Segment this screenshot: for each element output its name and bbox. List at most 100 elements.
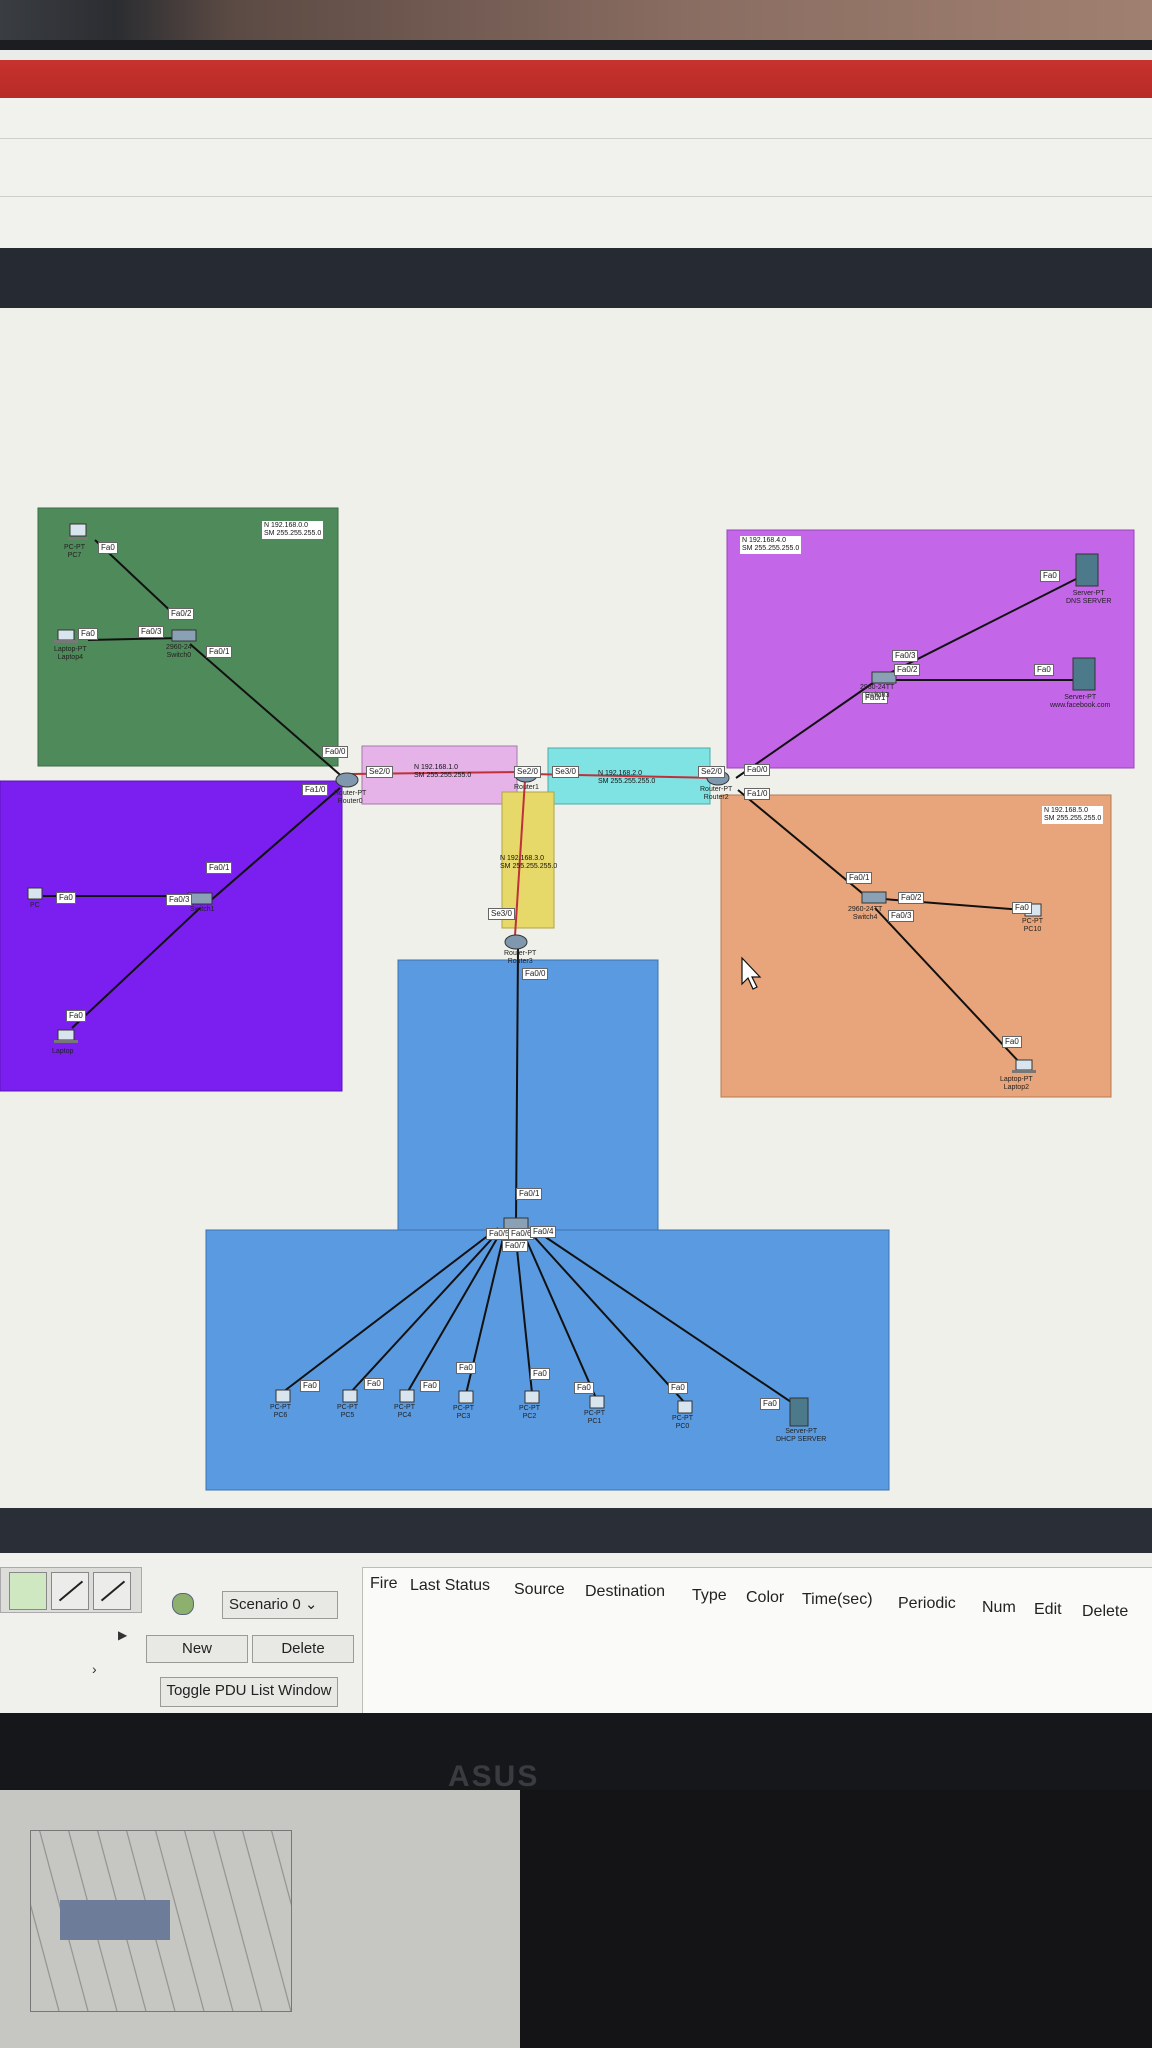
column-header-last-status[interactable]: Last Status — [410, 1577, 491, 1594]
device-label-router3: Router-PT Router3 — [504, 950, 537, 965]
laptop-icon — [1012, 1059, 1036, 1073]
port-label: Fa0 — [760, 1398, 780, 1410]
paper-highlight — [60, 1900, 170, 1940]
router-icon — [504, 934, 528, 950]
column-header-type[interactable]: Type — [692, 1587, 727, 1604]
device-label-pc: PC-PT PC3 — [453, 1405, 474, 1420]
column-header-time[interactable]: Time(sec) — [802, 1591, 873, 1608]
new-scenario-button[interactable]: New — [146, 1635, 248, 1663]
port-label: Fa0 — [1002, 1036, 1022, 1048]
switch-icon — [871, 671, 897, 684]
column-header-source[interactable]: Source — [514, 1581, 565, 1598]
device-label-switch4: 2960-24TT Switch4 — [848, 906, 883, 921]
pc-icon — [342, 1389, 358, 1403]
switch-icon — [861, 891, 887, 904]
port-label: Fa0/3 — [138, 626, 165, 638]
topology-canvas[interactable] — [0, 308, 1152, 1508]
link — [521, 1229, 597, 1399]
device-label-pc: PC-PT PC2 — [519, 1405, 540, 1420]
pc-icon — [399, 1389, 415, 1403]
link — [527, 1229, 686, 1404]
device-label-pc: PC-PT PC4 — [394, 1404, 415, 1419]
port-label: Fa0 — [1040, 570, 1060, 582]
toggle-pdu-list-button[interactable]: Toggle PDU List Window — [160, 1677, 338, 1707]
port-label: Fa0 — [420, 1380, 440, 1392]
straight-cable-icon[interactable] — [51, 1572, 89, 1610]
port-label: Fa0/2 — [898, 892, 925, 904]
column-header-color[interactable]: Color — [746, 1589, 785, 1606]
link — [349, 1229, 501, 1394]
port-label: Fa0/2 — [894, 664, 921, 676]
port-label: Fa0 — [98, 542, 118, 554]
pc-icon — [275, 1389, 291, 1403]
device-label-router1: Router1 — [514, 784, 539, 791]
pc-icon — [677, 1400, 693, 1414]
crossover-cable-icon[interactable] — [93, 1572, 131, 1610]
port-label: Fa0/2 — [168, 608, 195, 620]
laptop-icon — [54, 629, 78, 643]
device-label-router2: Router-PT Router2 — [700, 786, 733, 801]
link — [735, 677, 881, 779]
cable-line — [100, 1580, 126, 1602]
port-label: Fa0 — [56, 892, 76, 904]
device-label-switch1: Switch1 — [190, 906, 215, 913]
device-label-laptop2: Laptop-PT Laptop2 — [1000, 1076, 1033, 1091]
device-label-router0: Router-PT Router0 — [334, 790, 367, 805]
device-label-switch0: 2960-24 Switch0 — [166, 644, 192, 659]
column-header-num[interactable]: Num — [982, 1599, 1016, 1616]
pc-icon — [589, 1395, 605, 1409]
device-label-web-server: Server-PT www.facebook.com — [1050, 694, 1111, 709]
column-header-delete[interactable]: Delete — [1082, 1603, 1129, 1620]
info-icon[interactable] — [172, 1593, 194, 1615]
area-bottom-lower — [205, 1229, 890, 1491]
column-header-destination[interactable]: Destination — [585, 1583, 666, 1600]
port-label: Fa0/4 — [530, 1226, 557, 1238]
link — [282, 1227, 499, 1393]
device-label-switch3: 2960-24TT Switch3 — [860, 684, 895, 699]
title-bar — [0, 60, 1152, 98]
port-label: Fa0 — [530, 1368, 550, 1380]
chevron-right-icon[interactable]: › — [92, 1661, 97, 1677]
device-label-dhcp-server: Server-PT DHCP SERVER — [776, 1428, 827, 1443]
laptop-icon — [54, 1029, 78, 1043]
switch-icon — [171, 629, 197, 642]
serial-link — [514, 779, 526, 937]
expand-arrow-icon[interactable]: ▶ — [118, 1628, 128, 1642]
link — [514, 1229, 533, 1394]
port-label: Se2/0 — [514, 766, 541, 778]
chevron-down-icon: ⌄ — [304, 1596, 318, 1613]
paper-document — [0, 1790, 520, 2048]
monitor-brand-logo: ASUS — [448, 1760, 540, 1793]
connection-tool-icon[interactable] — [9, 1572, 47, 1610]
device-label-dns-server: Server-PT DNS SERVER — [1066, 590, 1112, 605]
device-label-pc: PC-PT PC5 — [337, 1404, 358, 1419]
link — [869, 897, 1025, 911]
port-label: Fa0/3 — [888, 910, 915, 922]
pc-icon — [68, 523, 88, 540]
device-label-pc: PC-PT PC0 — [672, 1415, 693, 1430]
scenario-select-value: Scenario 0 — [229, 1596, 301, 1613]
link — [531, 1227, 801, 1409]
scenario-select[interactable]: Scenario 0 ⌄ — [222, 1591, 338, 1619]
area-link-down — [501, 791, 555, 929]
port-label: Fa0/1 — [862, 692, 889, 704]
column-header-fire[interactable]: Fire — [370, 1575, 398, 1592]
port-label: Fa0 — [300, 1380, 320, 1392]
link — [874, 907, 1021, 1064]
link — [71, 907, 201, 1029]
area-top-right — [726, 529, 1135, 769]
column-header-edit[interactable]: Edit — [1034, 1601, 1062, 1618]
delete-scenario-button[interactable]: Delete — [252, 1635, 354, 1663]
port-label: Fa0/1 — [846, 872, 873, 884]
pdu-list-table — [362, 1567, 1152, 1739]
port-label: Fa0 — [1012, 902, 1032, 914]
column-header-periodic[interactable]: Periodic — [898, 1595, 956, 1612]
port-label: Fa0/0 — [744, 764, 771, 776]
link — [209, 787, 341, 902]
pc-icon — [458, 1390, 474, 1404]
port-label: Fa0/1 — [516, 1188, 543, 1200]
